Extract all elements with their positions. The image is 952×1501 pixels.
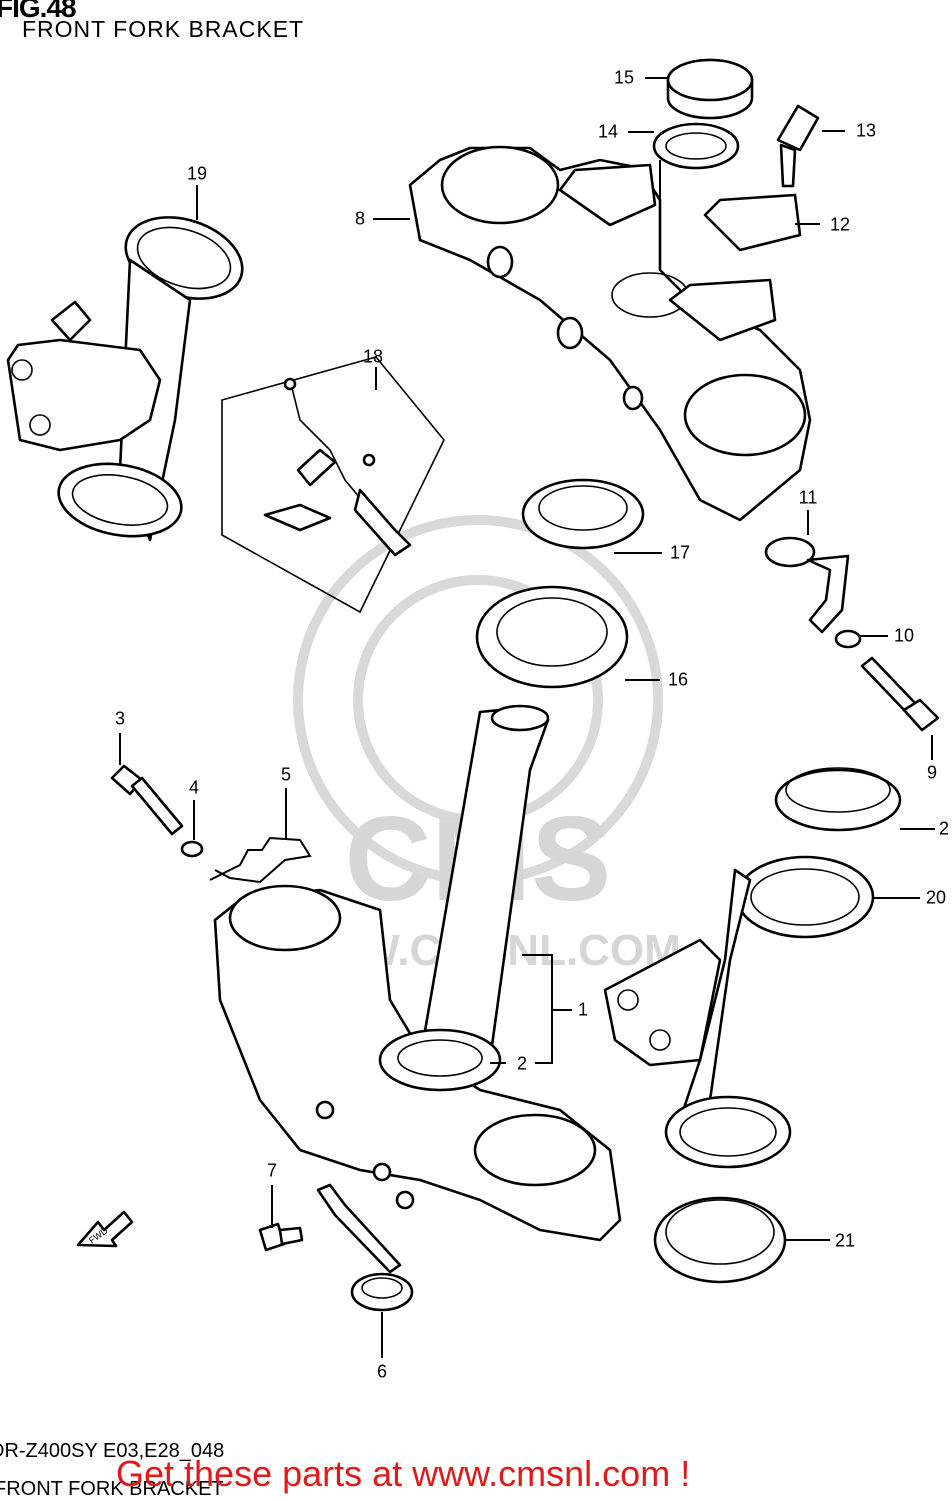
part-15-cap (666, 58, 754, 120)
callout-10: 10 (893, 625, 915, 646)
callout-7: 7 (266, 1160, 278, 1181)
callout-3: 3 (114, 708, 126, 729)
callout-5: 5 (280, 764, 292, 785)
part-1-lower-bracket (213, 704, 622, 1242)
part-6-grommet (316, 1183, 414, 1312)
part-12-clamp (703, 193, 802, 252)
callout-2-upper: 2 (938, 818, 950, 839)
callout-21: 21 (834, 1230, 856, 1251)
leader-lines (119, 77, 935, 1358)
figure-title: FIG.48 (0, 0, 77, 23)
part-16-bearing (475, 585, 629, 689)
callout-9: 9 (926, 762, 938, 783)
footer-model-code: DR-Z400SY E03,E28_048 (0, 1440, 225, 1462)
part-19-bracket (6, 216, 244, 542)
part-21-seal (653, 1196, 787, 1284)
callout-20: 20 (925, 887, 947, 908)
part-14-washer (652, 122, 740, 170)
callout-18: 18 (362, 346, 384, 367)
part-13-bolt (776, 104, 820, 188)
fwd-arrow-icon: FWD (76, 1210, 134, 1248)
callout-8: 8 (354, 208, 366, 229)
callout-13: 13 (855, 120, 877, 141)
part-2-seal-upper (774, 767, 902, 832)
part-20-bracket (603, 855, 875, 1169)
part-5-clip (209, 836, 312, 884)
part-3-bolt (110, 764, 184, 836)
callout-2-lower: 2 (516, 1053, 528, 1074)
callout-15: 15 (613, 67, 635, 88)
callout-17: 17 (669, 542, 691, 563)
part-18-kit (221, 356, 445, 614)
part-17-nut (521, 478, 645, 550)
footer-section-name: FRONT FORK BRACKET (0, 1478, 224, 1500)
callout-16: 16 (667, 669, 689, 690)
part-8-upper-bracket (408, 145, 812, 522)
figure-subtitle: FRONT FORK BRACKET (22, 16, 305, 42)
part-11-cable-guide (764, 536, 850, 634)
part-4-washer (180, 840, 204, 858)
callout-6: 6 (376, 1361, 388, 1382)
part-9-bolt (860, 656, 940, 732)
callout-14: 14 (597, 121, 619, 142)
part-7-bolt (258, 1222, 304, 1252)
callout-1: 1 (577, 999, 589, 1020)
callout-4: 4 (188, 777, 200, 798)
callout-19: 19 (186, 163, 208, 184)
parts-link-banner[interactable]: Get these parts at www.cmsnl.com ! (116, 1453, 691, 1494)
callout-11: 11 (798, 487, 818, 508)
callout-12: 12 (829, 214, 851, 235)
part-10-washer (834, 629, 862, 649)
